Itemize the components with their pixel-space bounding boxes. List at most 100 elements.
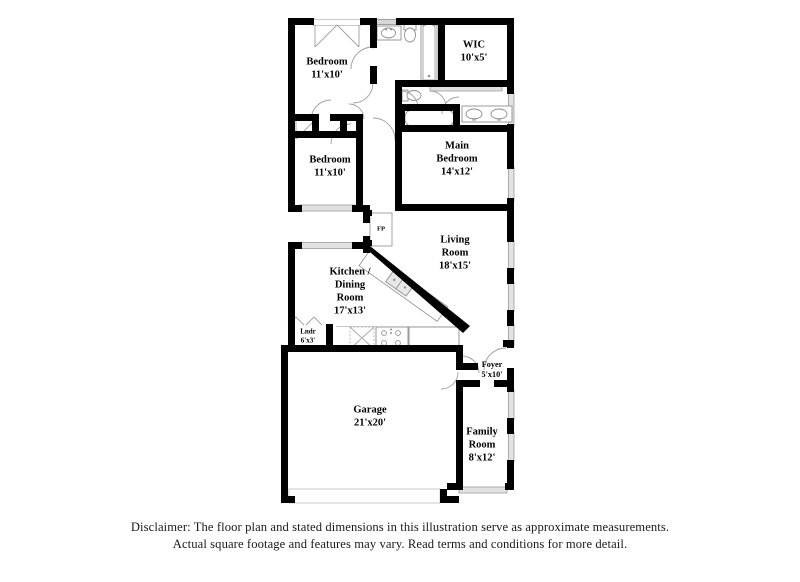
wall-laundry-right [326, 324, 333, 349]
wall-hall-1 [295, 114, 319, 121]
wall-foyer-garage-divider [456, 363, 478, 370]
shower-drain-bath1 [427, 74, 431, 78]
island-sink-drain-right [403, 286, 407, 289]
wall-master-tub-left [398, 104, 405, 132]
window-family-room-1 [508, 389, 515, 421]
label-garage-name: Garage [353, 404, 387, 415]
wall-right-1 [507, 18, 514, 94]
label-kitchen-l1: Kitchen / [329, 266, 371, 277]
label-kitchen-dining: Kitchen / Dining Room 17'x13' [329, 266, 371, 316]
door-bedroom2-entry [350, 46, 374, 70]
wall-right-9 [507, 460, 514, 490]
walls-group [281, 18, 514, 503]
label-living-room-l2: Room [442, 247, 469, 258]
fixtures-group [336, 23, 513, 350]
burner-2 [395, 330, 401, 336]
label-living-room: Living Room 18'x15' [439, 234, 471, 271]
vanity-sink-left [465, 108, 483, 120]
window-bedroom3 [298, 204, 356, 212]
wall-right-4 [507, 268, 514, 284]
wall-left-bedroom2 [288, 18, 295, 114]
wall-garage-bottom-left [281, 496, 295, 503]
burner-3 [381, 340, 387, 346]
wall-bedroom3-bottom-left [288, 205, 302, 212]
window-living-room-2 [508, 281, 515, 313]
wall-laundry-left [288, 331, 295, 349]
door-laundry-right [305, 316, 323, 326]
door-bedroom2-closet-left [314, 24, 338, 48]
wall-master-tub-top [398, 104, 460, 111]
label-kitchen-l2: Dining [335, 279, 366, 290]
wall-top-2 [360, 18, 376, 25]
sink-tap2-bath1 [390, 28, 392, 31]
kitchen-fixtures [336, 250, 460, 350]
label-main-bedroom-dims: 14'x12' [441, 166, 473, 177]
door-garage-to-foyer [440, 371, 459, 390]
shower-pan-bath1 [422, 23, 436, 81]
window-family-room-bottom [458, 486, 508, 494]
label-family-room-l2: Room [469, 439, 496, 450]
wall-bedroom3-bottom-right [352, 205, 370, 212]
door-main-bedroom-entry [372, 117, 396, 141]
disclaimer: Disclaimer: The floor plan and stated di… [0, 519, 800, 552]
window-bath1-top [374, 19, 398, 25]
label-fireplace: FP [377, 226, 385, 233]
wall-hall-3 [295, 131, 363, 138]
door-bedroom2-closet-right [336, 24, 360, 48]
label-main-bedroom: Main Bedroom 14'x12' [436, 140, 477, 177]
wall-top-3 [396, 18, 514, 25]
sink-basin-bath1 [381, 27, 396, 39]
door-linen-closet-2 [348, 103, 365, 120]
door-garage-entry [461, 355, 480, 374]
label-kitchen-dims: 17'x13' [334, 305, 366, 316]
wall-right-3 [507, 198, 514, 242]
wall-right-8 [507, 418, 514, 434]
label-garage-dims: 21'x20' [354, 417, 386, 428]
label-main-bedroom-l1: Main [445, 140, 469, 151]
wall-master-tub-bottom [398, 125, 460, 132]
label-living-room-l1: Living [440, 234, 470, 245]
wall-bedroom3-right [356, 136, 363, 208]
wall-garage-bottom-right [440, 496, 459, 503]
label-family-room-l1: Family [466, 426, 498, 437]
wall-master-suite-left-1 [395, 80, 402, 107]
label-garage: Garage 21'x20' [353, 404, 387, 428]
range-knob-2 [390, 332, 392, 334]
label-bedroom-2-name: Bedroom [306, 56, 347, 67]
window-living-room-1 [508, 239, 515, 271]
wall-garage-right-2 [456, 380, 463, 490]
wall-main-bedroom-bottom [395, 204, 514, 211]
wall-family-bottom-left [447, 483, 461, 490]
label-wic-dims: 10'x5' [461, 52, 488, 63]
island-sink-drain-left [393, 278, 396, 282]
label-wic-name: WIC [463, 39, 485, 50]
window-family-room-2 [508, 431, 515, 463]
wall-angled-kitchen-living [363, 246, 470, 333]
door-front-entry [483, 347, 507, 371]
wall-wic-bottom [438, 80, 508, 87]
label-foyer-name: Foyer [482, 360, 503, 369]
wall-left-garage [281, 345, 288, 503]
vanity-tap-left [472, 118, 476, 121]
vanity-sink-right [490, 108, 508, 120]
wall-garage-right-1 [456, 345, 463, 363]
wall-family-top-left [456, 380, 480, 387]
wall-garage-top [288, 345, 463, 352]
label-bedroom-3-name: Bedroom [309, 154, 350, 165]
wall-master-vanity-bottom [460, 125, 514, 132]
door-master-bath-vanity [441, 96, 460, 115]
wall-left-kitchen [288, 242, 295, 338]
wall-left-bedroom3 [288, 114, 295, 211]
wall-right-5 [507, 310, 514, 326]
wall-right-2 [507, 124, 514, 169]
wall-hall-2 [330, 114, 360, 121]
label-laundry-dims: 6'x3' [301, 337, 315, 345]
wall-top-1 [288, 18, 314, 25]
disclaimer-line-2: Actual square footage and features may v… [172, 536, 628, 551]
door-bath1 [352, 82, 374, 104]
range-knob-1 [390, 328, 392, 331]
wall-fp-ledge-top [363, 210, 372, 216]
label-foyer-dims: 5'x10' [482, 370, 503, 379]
